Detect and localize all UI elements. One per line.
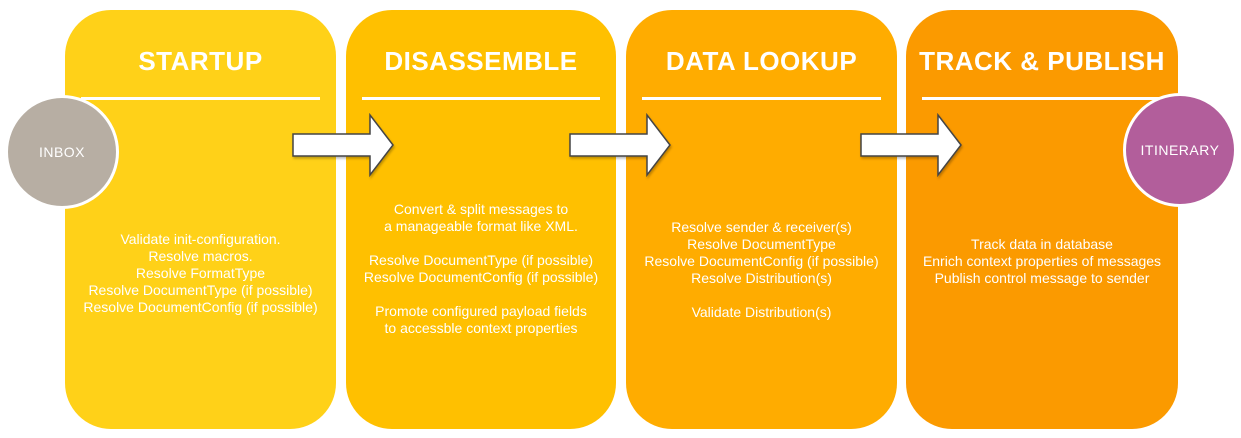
task-line: Validate init-configuration. [120, 231, 281, 247]
stage-tasks: Validate init-configuration.Resolve macr… [69, 231, 332, 316]
title-underline [642, 97, 881, 100]
task-line: Resolve Distribution(s) [691, 270, 832, 286]
task-line: Resolve FormatType [135, 265, 266, 281]
stage-title: TRACK & PUBLISH [919, 46, 1165, 76]
task-line: Resolve sender & receiver(s) [671, 219, 852, 235]
task-line: Resolve DocumentType (if possible) [88, 282, 313, 298]
stage-panel-data-lookup: DATA LOOKUP Resolve sender & receiver(s)… [626, 10, 897, 429]
task-line: Publish control message to sender [934, 270, 1150, 286]
task-line: Resolve DocumentConfig (if possible) [644, 253, 879, 269]
inbox-endpoint: INBOX [5, 95, 119, 209]
stage-tasks: Resolve sender & receiver(s)Resolve Docu… [630, 219, 893, 321]
itinerary-label: ITINERARY [1140, 142, 1220, 158]
task-line: Resolve macros. [148, 248, 253, 264]
task-line: Resolve DocumentType [687, 236, 836, 252]
title-underline [362, 97, 600, 100]
task-line: Validate Distribution(s) [691, 304, 832, 320]
itinerary-endpoint: ITINERARY [1123, 93, 1237, 207]
flow-arrow-icon [569, 113, 671, 177]
stage-title: DATA LOOKUP [665, 46, 858, 76]
stage-panel-startup: STARTUP Validate init-configuration.Reso… [65, 10, 336, 429]
task-line: Convert & split messages to [393, 201, 569, 217]
task-paragraph: Validate init-configuration.Resolve macr… [69, 231, 332, 316]
title-underline [922, 97, 1162, 100]
task-paragraph: Validate Distribution(s) [630, 304, 893, 321]
stage-title: STARTUP [138, 46, 263, 76]
task-line: to accessble context properties [384, 320, 578, 336]
task-paragraph: Resolve sender & receiver(s)Resolve Docu… [630, 219, 893, 287]
task-line: Enrich context properties of messages [922, 253, 1162, 269]
flow-arrow-icon [292, 113, 394, 177]
title-underline [81, 97, 320, 100]
stage-title: DISASSEMBLE [384, 46, 578, 76]
flow-arrow-icon [860, 113, 962, 177]
task-line: Resolve DocumentConfig (if possible) [83, 299, 318, 315]
task-line: Resolve DocumentConfig (if possible) [363, 269, 599, 285]
task-line: Resolve DocumentType (if possible) [368, 252, 594, 268]
task-paragraph: Resolve DocumentType (if possible)Resolv… [350, 252, 612, 286]
inbox-label: INBOX [38, 144, 86, 160]
task-line: Promote configured payload fields [375, 303, 587, 319]
task-line: Track data in database [971, 236, 1113, 252]
task-line: a manageable format like XML. [384, 218, 578, 234]
